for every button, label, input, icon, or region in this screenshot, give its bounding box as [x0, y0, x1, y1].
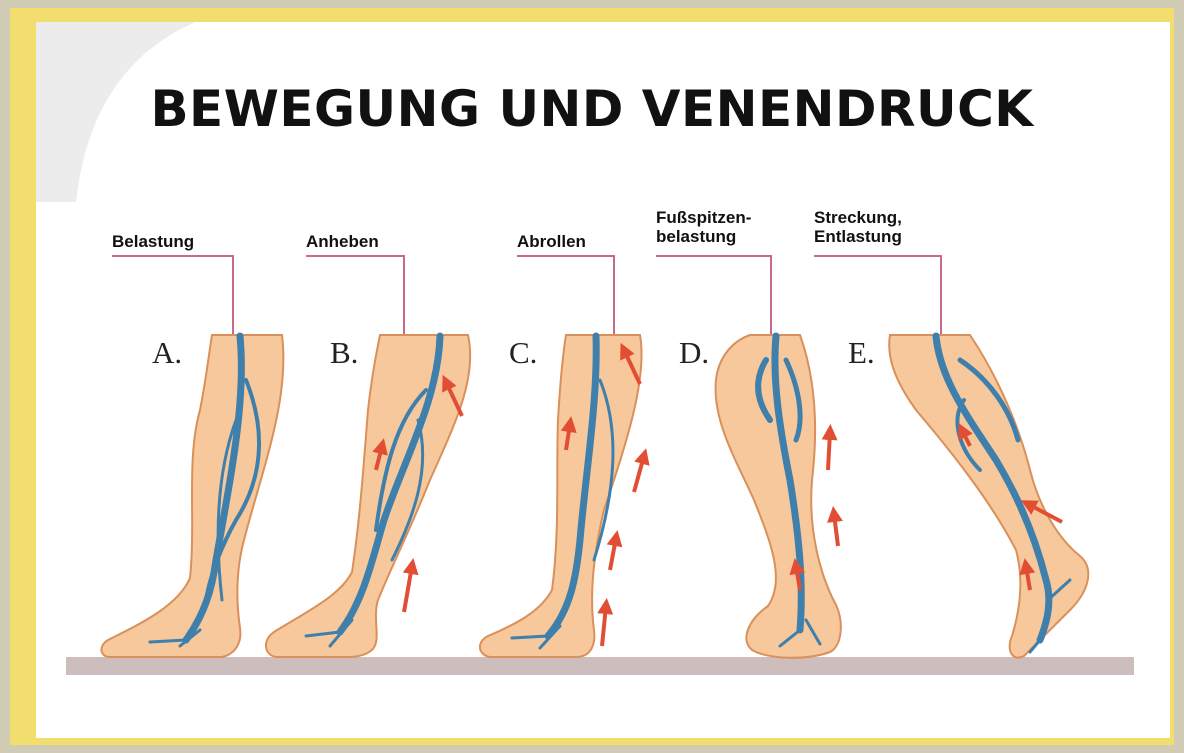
leg-e [889, 335, 1088, 658]
leg-a [101, 335, 283, 657]
leg-d [716, 335, 841, 658]
ground-bar [66, 657, 1134, 675]
leader-lines [112, 256, 941, 336]
leg-c [480, 335, 644, 657]
leg-b [266, 335, 470, 657]
